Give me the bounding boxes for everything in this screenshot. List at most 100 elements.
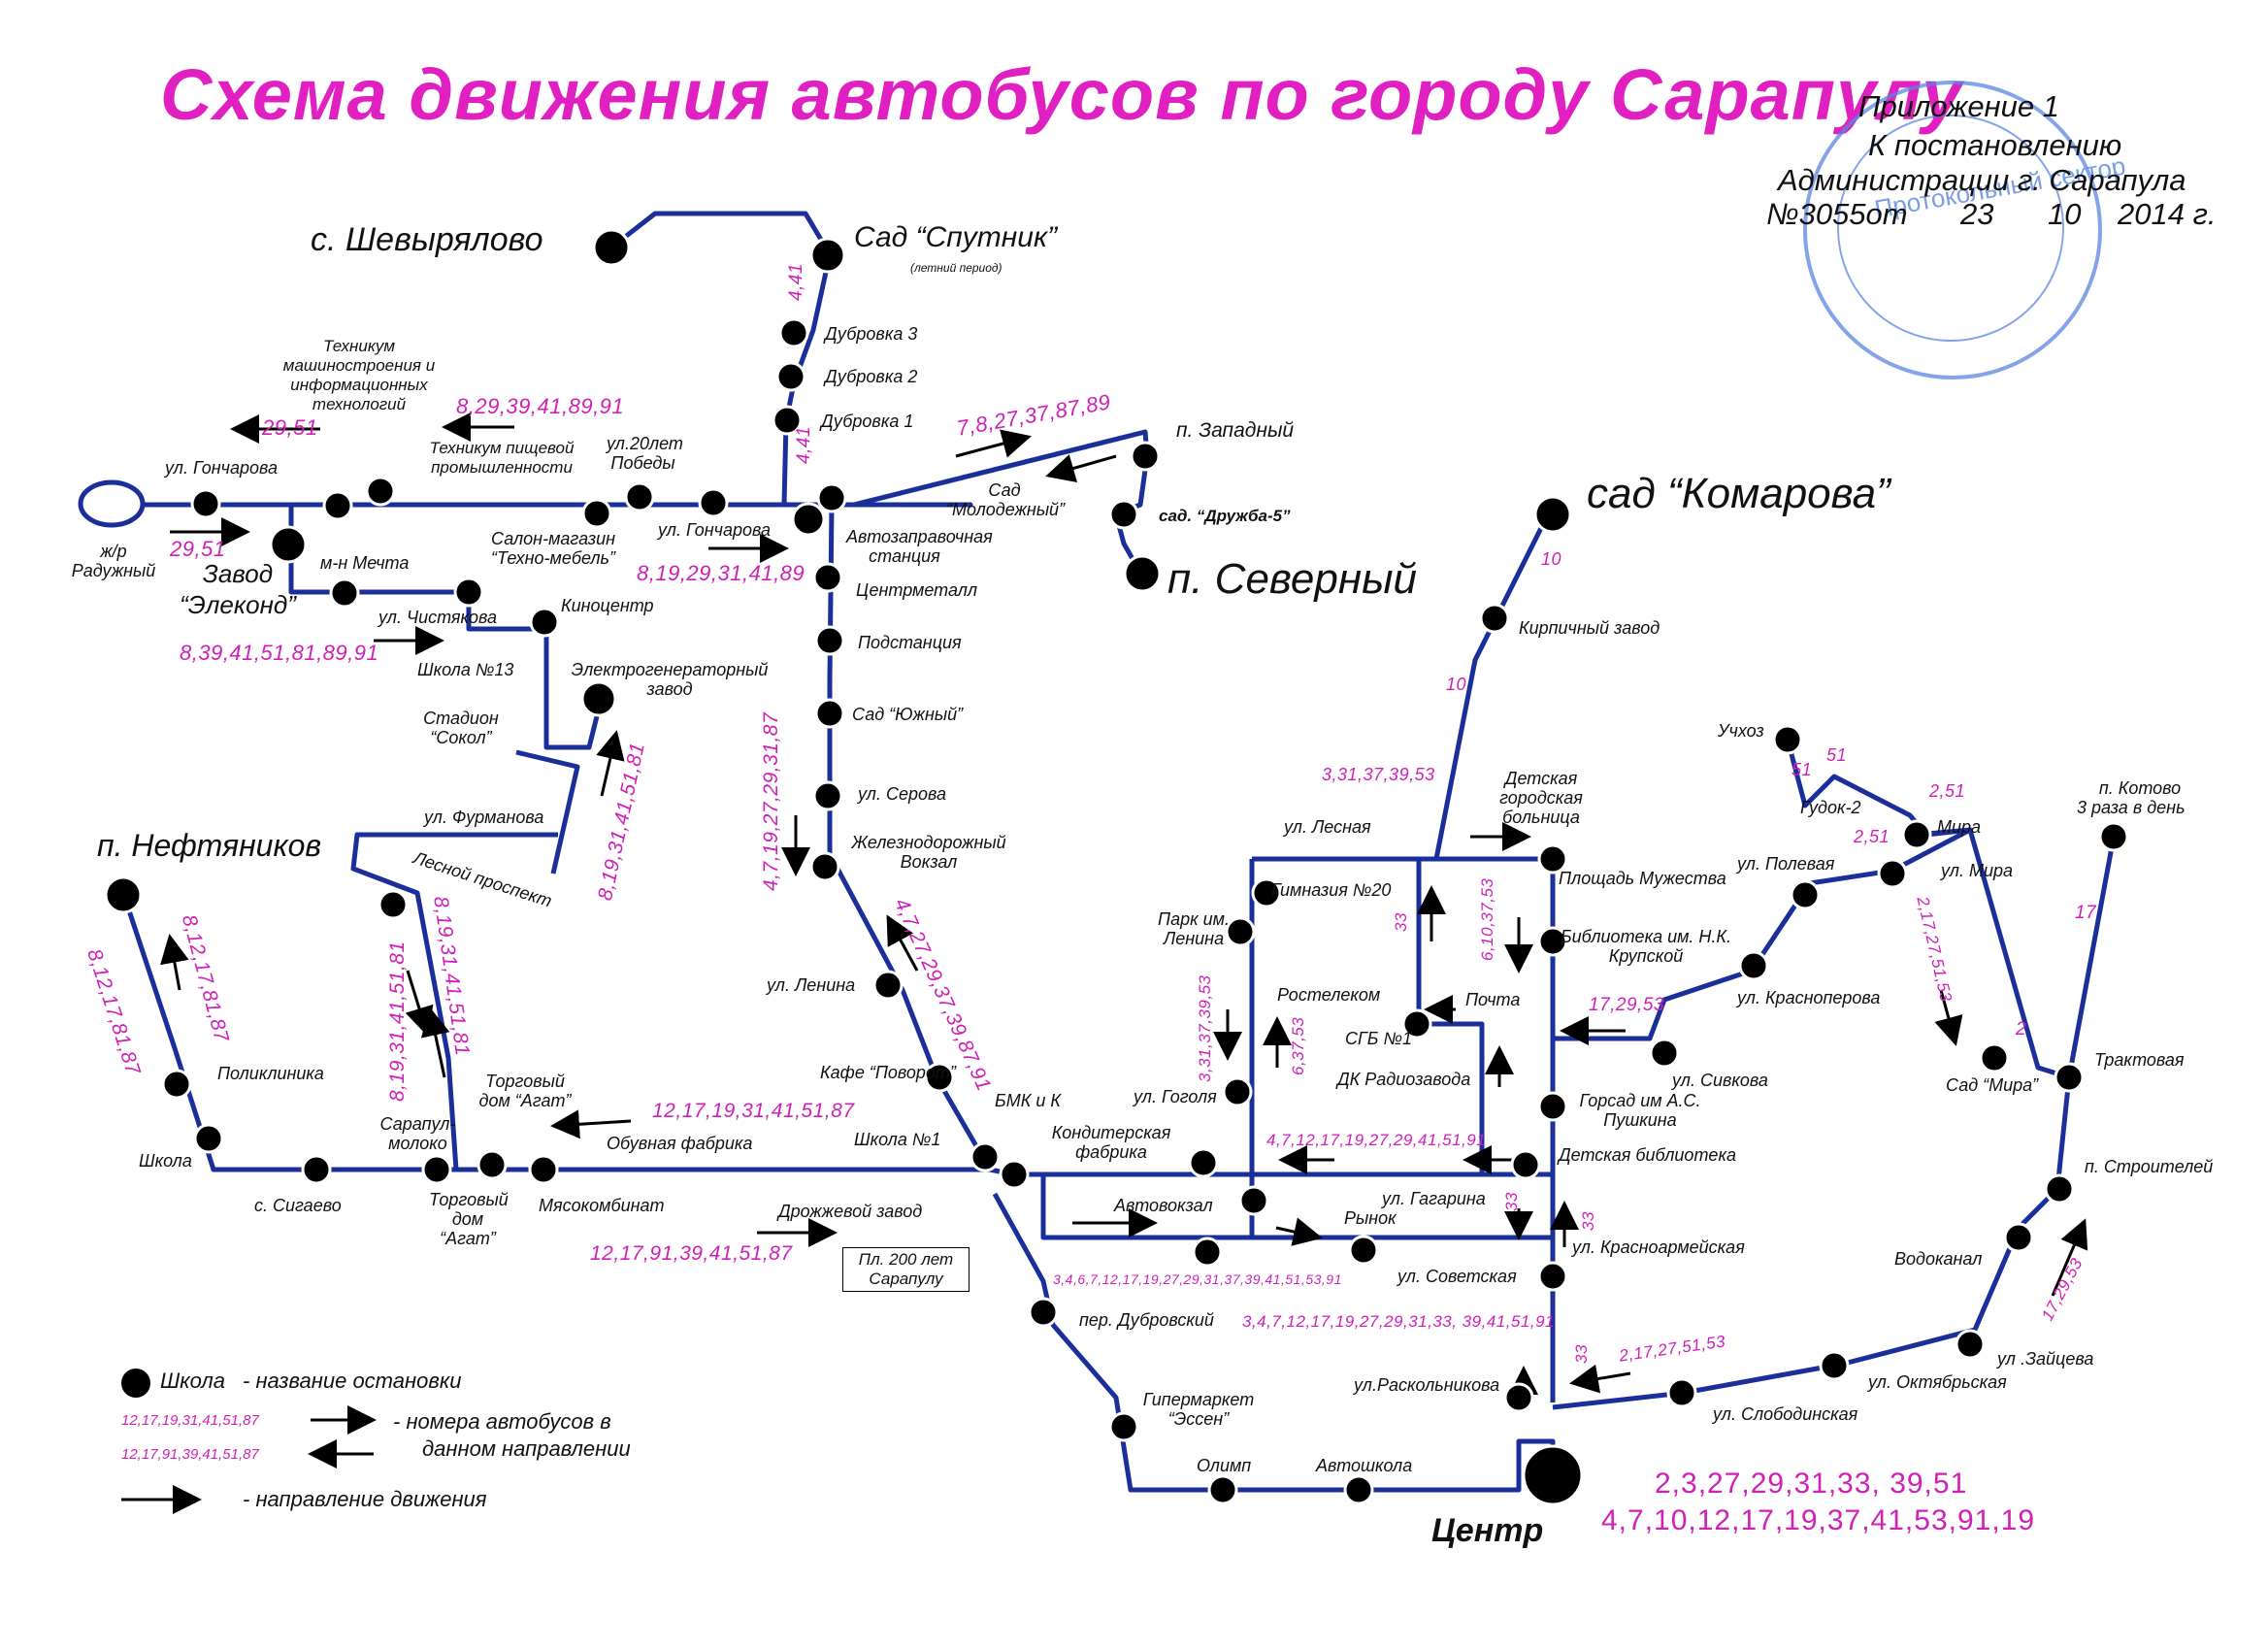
routes-10-a: 10 bbox=[1541, 549, 1562, 569]
stop-kinocentr bbox=[529, 607, 560, 638]
route-shevyryalovo bbox=[609, 211, 833, 256]
legend-routes-b: 12,17,91,39,41,51,87 bbox=[121, 1446, 259, 1463]
routes-gorsad: 17,29,53 bbox=[1589, 995, 1664, 1015]
label-traktovaya: Трактовая bbox=[2094, 1050, 2185, 1070]
label-park-lenina: Парк им. Ленина bbox=[1158, 909, 1230, 948]
routes-dkradio: 4,7,12,17,19,27,29,41,51,91 bbox=[1266, 1131, 1487, 1149]
official-stamp bbox=[1803, 81, 2102, 380]
route-lesnoy bbox=[350, 832, 558, 1171]
label-avtovokzal: Автовокзал bbox=[1114, 1196, 1213, 1215]
appendix-year: 2014 г. bbox=[2118, 197, 2217, 231]
stop-shevyryalovo bbox=[592, 228, 631, 267]
label-dubrovka2: Дубровка 2 bbox=[825, 367, 918, 386]
routes-51-a: 51 bbox=[1791, 760, 1813, 779]
routes-pochta: 6,10,37,53 bbox=[1478, 877, 1496, 961]
label-sad-sputnik: Сад “Спутник” bbox=[854, 221, 1058, 253]
label-dubrovka1: Дубровка 1 bbox=[821, 412, 914, 431]
routes-rostel: 6,37,53 bbox=[1289, 1016, 1307, 1075]
routes-lesnaya: 3,31,37,39,53 bbox=[1322, 765, 1435, 784]
stop-ul-serova bbox=[812, 780, 843, 811]
stop-neftyanikov bbox=[104, 875, 143, 914]
stop-sputnik bbox=[809, 237, 846, 274]
label-sad-mira: Сад “Мира” bbox=[1946, 1075, 2039, 1095]
centr-routes-line2: 4,7,10,12,17,19,37,41,53,91,19 bbox=[1601, 1504, 2036, 1536]
label-stroiteley: п. Строителей bbox=[2085, 1157, 2214, 1176]
route-kotovo bbox=[2066, 836, 2117, 1078]
label-obuvnaya: Обувная фабрика bbox=[607, 1134, 753, 1153]
stop-ul-lenina bbox=[872, 970, 904, 1001]
stop-krasnoperova bbox=[1738, 950, 1769, 981]
bus-stops bbox=[104, 228, 2129, 1506]
label-p-neftyanikov: п. Нефтяников bbox=[97, 828, 322, 863]
routes-lesnoy-b: 8,19,31,41,51,81 bbox=[386, 940, 409, 1102]
routes-33-b: 33 bbox=[1502, 1192, 1521, 1211]
stop-rostelekom bbox=[1401, 1008, 1432, 1040]
label-sad-molodezhny: Сад “Молодежный” bbox=[946, 480, 1066, 519]
label-tekhnikum-pisch: Техникум пищевой промышленности bbox=[429, 439, 575, 477]
stop-podstanciya bbox=[814, 625, 845, 656]
legend-routes-a: 12,17,19,31,41,51,87 bbox=[121, 1412, 259, 1429]
legend-stop-desc: - название остановки bbox=[243, 1369, 462, 1393]
label-ul-goncharova-w: ул. Гончарова bbox=[165, 458, 279, 478]
label-slobodinskaya: ул. Слободинская bbox=[1713, 1404, 1858, 1424]
label-kirpichny: Кирпичный завод bbox=[1519, 618, 1660, 638]
route-sokol bbox=[515, 749, 580, 874]
routes-33-d: 33 bbox=[1572, 1344, 1591, 1364]
label-shkola: Школа bbox=[139, 1151, 192, 1171]
label-agat-top: Торговый дом “Агат” bbox=[478, 1072, 572, 1110]
stop-gimnaziya bbox=[1251, 877, 1282, 908]
label-ul-lesnaya: ул. Лесная bbox=[1284, 817, 1371, 837]
label-ul-gogolya: ул. Гоголя bbox=[1134, 1087, 1217, 1106]
label-kafe-povorot: Кафе “Поворот” bbox=[820, 1063, 956, 1082]
appendix-day: 23 bbox=[1960, 197, 1994, 231]
stop-bmk bbox=[999, 1159, 1030, 1190]
stop-zapadny bbox=[1130, 441, 1161, 472]
label-krupskoy: Библиотека им. Н.К. Крупской bbox=[1560, 927, 1732, 966]
stop-dubrovka3 bbox=[778, 317, 809, 348]
label-sgb1: СГБ №1 bbox=[1345, 1029, 1413, 1048]
stop-elektrogen bbox=[580, 680, 617, 717]
label-elektrogen: Электрогенераторный завод bbox=[571, 660, 769, 699]
routes-441-a: 4,41 bbox=[786, 263, 806, 301]
label-krasnoperova: ул. Красноперова bbox=[1737, 988, 1881, 1007]
stop-sivkova bbox=[1649, 1038, 1680, 1069]
label-elekond: Завод “Элеконд” bbox=[180, 559, 296, 619]
stop-park-lenina bbox=[1225, 916, 1256, 947]
stop-konditer bbox=[1188, 1147, 1219, 1178]
routes-main-down: 4,7,19,27,29,31,87 bbox=[760, 711, 782, 891]
label-oktyabrskaya: ул. Октябрьская bbox=[1868, 1372, 2007, 1392]
label-zhd-vokzal: Железнодорожный Вокзал bbox=[851, 833, 1006, 872]
routes-33-c: 33 bbox=[1579, 1211, 1597, 1231]
label-pl-200let: Пл. 200 лет Сарапулу bbox=[842, 1247, 970, 1292]
stop-kafe bbox=[924, 1062, 955, 1093]
stop-komarova bbox=[1533, 495, 1572, 534]
label-agat-bot: Торговый дом “Агат” bbox=[429, 1190, 509, 1248]
label-gudok: Гудок-2 bbox=[1800, 798, 1861, 817]
label-ul-gagarina: ул. Гагарина bbox=[1382, 1189, 1486, 1208]
stop-centrmetall bbox=[812, 562, 843, 593]
label-centr: Центр bbox=[1431, 1512, 1544, 1549]
label-sad-druzhba: сад. “Дружба-5” bbox=[1159, 507, 1291, 525]
stop-oktyabrskaya bbox=[1819, 1350, 1850, 1381]
label-ul-20let: ул.20лет Победы bbox=[607, 434, 683, 473]
label-salon-tekhno: Салон-магазин “Техно-мебель” bbox=[490, 529, 616, 568]
stop-olimp bbox=[1207, 1474, 1238, 1505]
stop-shkola bbox=[193, 1123, 224, 1154]
stop-ul-mira bbox=[1877, 858, 1908, 889]
centr-routes-line1: 2,3,27,29,31,33, 39,51 bbox=[1655, 1468, 1968, 1500]
label-kinocentr: Киноцентр bbox=[561, 596, 654, 615]
routes-drozh: 12,17,91,39,41,51,87 bbox=[590, 1242, 793, 1265]
stop-mechta bbox=[329, 578, 360, 609]
label-ul-sovetskaya: ул. Советская bbox=[1397, 1267, 1517, 1286]
stop-uchkhoz bbox=[1772, 724, 1803, 755]
stop-goncharova-c2 bbox=[791, 502, 826, 537]
label-sarapul-moloko: Сарапул-молоко bbox=[379, 1114, 456, 1153]
route-uchkhoz bbox=[1785, 739, 1973, 838]
stop-stroiteley bbox=[2044, 1173, 2075, 1204]
routes-sovetsk: 3,4,7,12,17,19,27,29,31,33, 39,41,51,91 bbox=[1242, 1312, 1555, 1331]
label-per-dubrovsky: пер. Дубровский bbox=[1079, 1310, 1214, 1330]
label-stadion-sokol: Стадион “Сокол” bbox=[423, 709, 499, 747]
label-shkola13: Школа №13 bbox=[417, 660, 514, 679]
label-drozhzhevoy: Дрожжевой завод bbox=[778, 1202, 923, 1221]
